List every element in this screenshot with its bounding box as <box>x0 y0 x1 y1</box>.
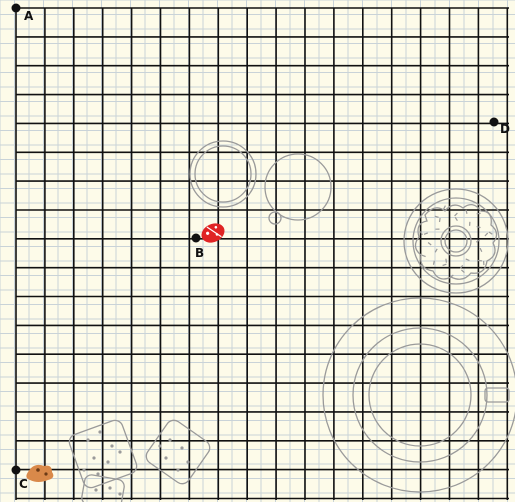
cracker-dot <box>186 460 189 463</box>
sprinkle <box>480 248 482 252</box>
sprinkle <box>466 259 470 261</box>
cracker-dot <box>86 438 89 441</box>
cracker-dot <box>164 456 167 459</box>
point-label: D <box>500 122 510 136</box>
sprinkle <box>485 233 488 236</box>
cracker-icon <box>67 417 213 502</box>
donut-icon <box>404 189 508 293</box>
donut-sprinkles <box>420 206 492 278</box>
cracker-dot <box>158 444 161 447</box>
point-label: C <box>19 477 28 491</box>
cracker-dot <box>96 472 99 475</box>
sprinkle <box>428 243 431 246</box>
cracker-dot <box>168 438 171 441</box>
point-label: A <box>24 9 34 23</box>
cracker-dot <box>82 468 85 471</box>
cracker-dot <box>176 468 179 471</box>
sprinkle <box>424 233 428 234</box>
sprinkle <box>455 213 458 216</box>
cookie-icon[interactable] <box>26 465 53 482</box>
cracker-dot <box>180 446 183 449</box>
plate-icon <box>323 298 515 492</box>
sprinkle <box>440 218 441 222</box>
sprinkle <box>422 255 426 256</box>
cracker-dot <box>110 444 113 447</box>
cracker-dot <box>98 430 101 433</box>
cracker-dot <box>94 488 97 491</box>
cracker-dot <box>118 492 121 495</box>
sprinkle <box>434 261 435 265</box>
sprinkle <box>477 227 481 228</box>
sprinkle <box>443 264 447 265</box>
sprinkle <box>444 206 446 210</box>
sprinkle <box>446 259 447 263</box>
cracker-dot <box>118 450 121 453</box>
cracker-dot <box>92 456 95 459</box>
doodle-layer <box>67 141 515 502</box>
point-label: B <box>195 246 204 260</box>
cracker-dot <box>108 486 111 489</box>
cracker-dot <box>106 460 109 463</box>
